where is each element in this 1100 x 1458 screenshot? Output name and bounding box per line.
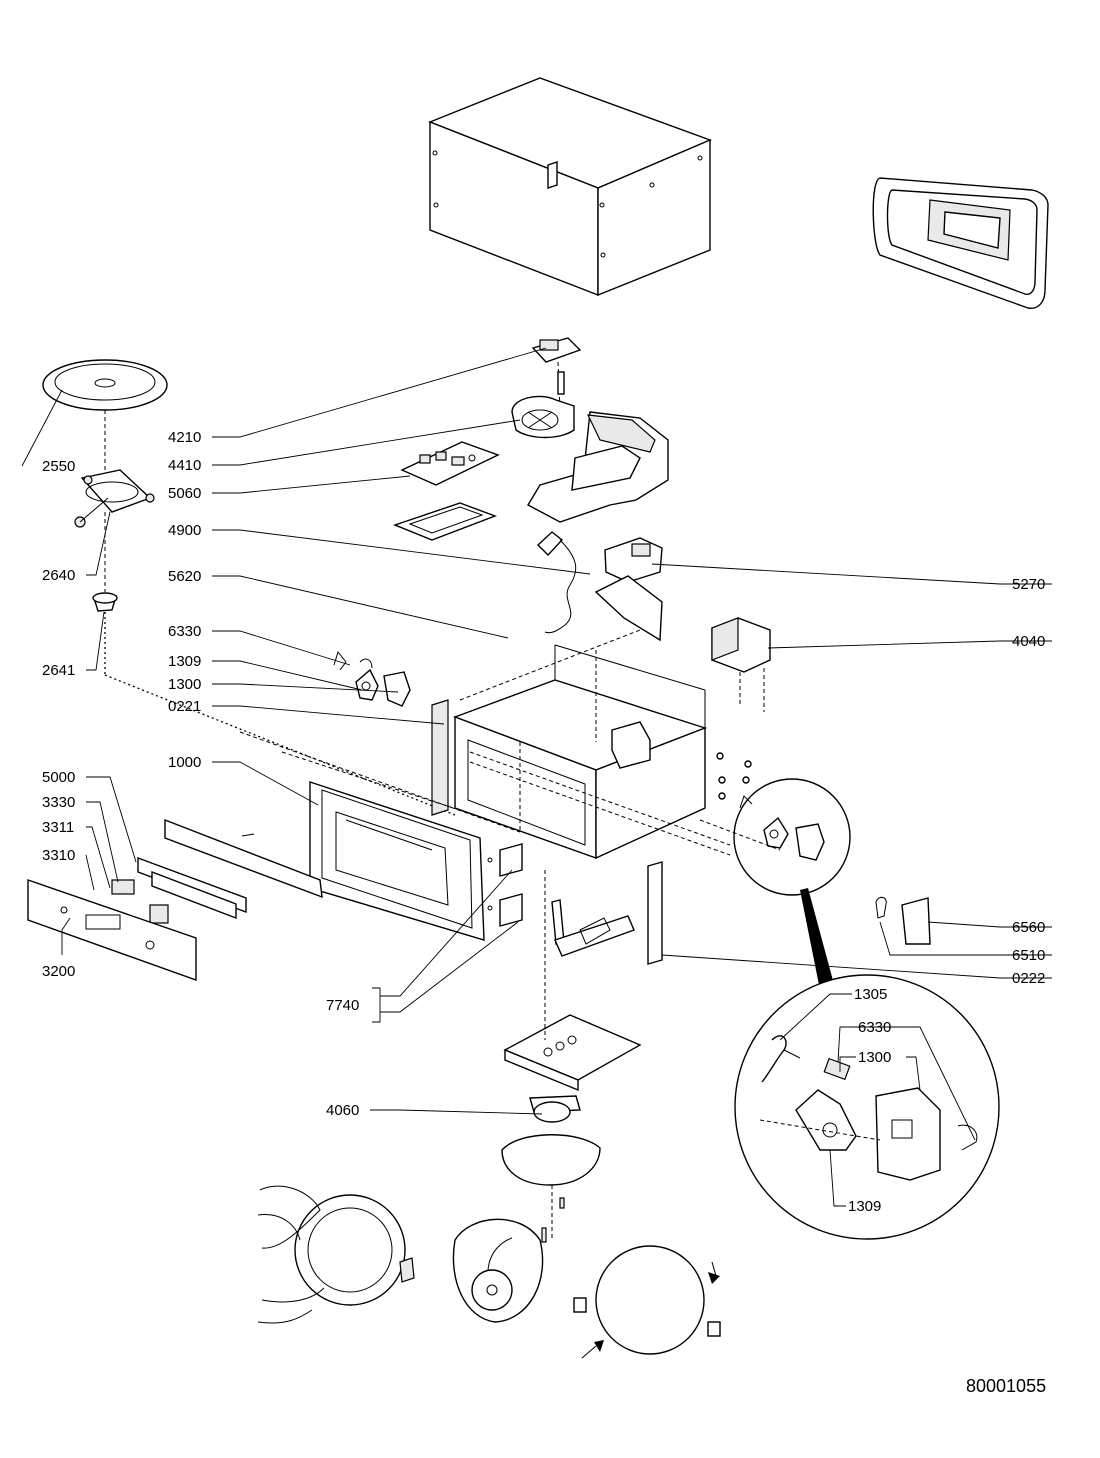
roller-ring [74, 469, 155, 528]
switch-detail-small [699, 778, 851, 896]
leader-lines [21, 347, 1052, 1207]
callout-2550: 2550 [42, 458, 75, 475]
callout-3330: 3330 [42, 794, 75, 811]
door-hinges [487, 843, 523, 927]
service-illustration-ring [573, 1245, 721, 1359]
document-number: 80001055 [966, 1376, 1046, 1396]
callout-3311: 3311 [42, 819, 74, 836]
callout-4410: 4410 [168, 457, 201, 474]
control-board [400, 441, 500, 486]
callout-labels: 4210 4410 5060 4900 5620 6330 1309 1300 … [42, 429, 1046, 1396]
callout-3310: 3310 [42, 847, 75, 864]
callout-4060: 4060 [326, 1102, 359, 1119]
air-duct [527, 411, 669, 523]
callout-3200: 3200 [42, 963, 75, 980]
fan-assembly [511, 337, 582, 439]
callout-4210: 4210 [168, 429, 201, 446]
oven-door [239, 731, 521, 941]
callout-2640: 2640 [42, 567, 75, 584]
detail-callout-1305: 1305 [854, 986, 887, 1003]
detail-callout-1309: 1309 [848, 1198, 881, 1215]
detail-callout-6330: 6330 [858, 1019, 891, 1036]
callout-5620: 5620 [168, 568, 201, 585]
callout-0222: 0222 [1012, 970, 1045, 987]
display-frame [392, 502, 497, 541]
door-latch [551, 899, 635, 957]
coupler [92, 592, 118, 612]
screws [716, 752, 752, 800]
callout-4900: 4900 [168, 522, 201, 539]
control-panel-parts [27, 818, 323, 981]
turntable-motor [501, 1095, 601, 1243]
callout-0221: 0221 [168, 698, 201, 715]
power-cord [536, 531, 577, 634]
oven-cavity [431, 629, 731, 860]
callout-7740: 7740 [326, 997, 359, 1014]
callout-5270: 5270 [1012, 576, 1045, 593]
callout-6560: 6560 [1012, 919, 1045, 936]
callout-6510: 6510 [1012, 947, 1045, 964]
bottom-plate [503, 870, 642, 1092]
interlock-switches [333, 650, 411, 707]
callout-6330: 6330 [168, 623, 201, 640]
callout-1309: 1309 [168, 653, 201, 670]
side-strips [647, 861, 931, 965]
callout-1000: 1000 [168, 754, 201, 771]
callout-1300: 1300 [168, 676, 201, 693]
high-voltage-transformer [711, 617, 771, 712]
service-illustration-hands [257, 1185, 415, 1324]
service-illustration-motor [452, 1218, 544, 1323]
switch-detail-large [734, 888, 1000, 1240]
callout-5060: 5060 [168, 485, 201, 502]
outer-case [428, 77, 712, 297]
noise-filter [594, 537, 663, 642]
callout-4040: 4040 [1012, 633, 1045, 650]
detail-callout-1300: 1300 [858, 1049, 891, 1066]
callout-5000: 5000 [42, 769, 75, 786]
cavity-gasket [872, 177, 1049, 309]
callout-2641: 2641 [42, 662, 75, 679]
turntable-group [42, 359, 456, 816]
